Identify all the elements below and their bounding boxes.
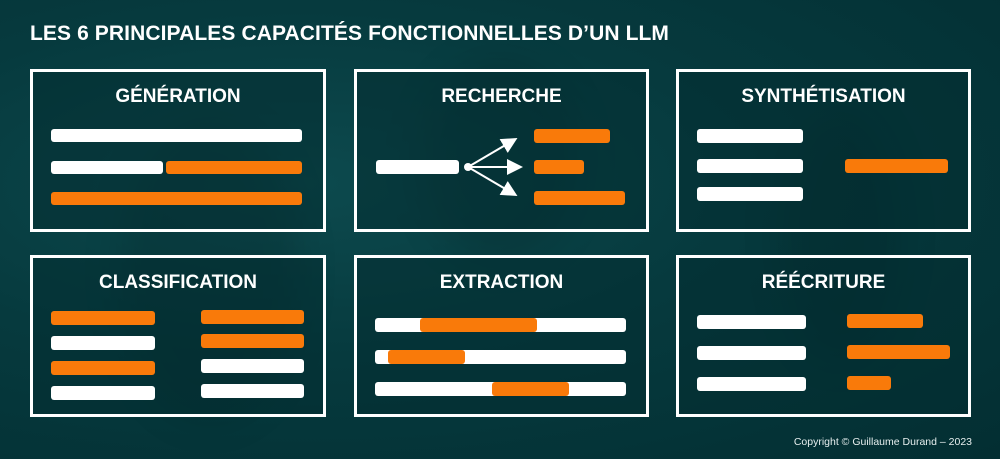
item-bar-white: [201, 359, 304, 373]
text-bar-orange: [166, 161, 302, 174]
result-bar-orange: [534, 160, 584, 174]
summary-bar-orange: [845, 159, 948, 173]
panel-generation: GÉNÉRATION: [30, 69, 326, 232]
item-bar-white: [201, 384, 304, 398]
item-bar-orange: [51, 361, 155, 375]
text-bar-white: [697, 129, 803, 143]
highlight-bar-orange: [492, 382, 569, 396]
text-bar-white: [697, 346, 806, 360]
item-bar-orange: [51, 311, 155, 325]
rewrite-bar-orange: [847, 345, 950, 359]
copyright-notice: Copyright © Guillaume Durand – 2023: [793, 436, 972, 448]
item-bar-orange: [201, 334, 304, 348]
query-bar-white: [376, 160, 459, 174]
panel-title: RÉÉCRITURE: [761, 272, 886, 293]
text-bar-white: [51, 161, 163, 174]
rewrite-bar-orange: [847, 314, 923, 328]
panel-title: CLASSIFICATION: [99, 272, 257, 293]
text-bar-white: [697, 315, 806, 329]
panel-title: EXTRACTION: [439, 272, 564, 293]
highlight-bar-orange: [420, 318, 537, 332]
panel-title: RECHERCHE: [441, 86, 562, 107]
item-bar-white: [51, 386, 155, 400]
item-bar-orange: [201, 310, 304, 324]
panel-title: SYNTHÉTISATION: [741, 86, 906, 107]
text-bar-white: [51, 129, 302, 142]
page-title: LES 6 PRINCIPALES CAPACITÉS FONCTIONNELL…: [30, 22, 670, 45]
panel-extraction: EXTRACTION: [354, 255, 649, 417]
panel-title: GÉNÉRATION: [115, 86, 241, 107]
panel-reecriture: RÉÉCRITURE: [676, 255, 971, 417]
panel-recherche: RECHERCHE: [354, 69, 649, 232]
panel-classification: CLASSIFICATION: [30, 255, 326, 417]
item-bar-white: [51, 336, 155, 350]
panel-synthetisation: SYNTHÉTISATION: [676, 69, 971, 232]
text-bar-orange: [51, 192, 302, 205]
text-bar-white: [697, 187, 803, 201]
result-bar-orange: [534, 191, 625, 205]
text-bar-white: [697, 159, 803, 173]
result-bar-orange: [534, 129, 610, 143]
text-bar-white: [697, 377, 806, 391]
highlight-bar-orange: [388, 350, 465, 364]
rewrite-bar-orange: [847, 376, 891, 390]
branch-arrows-icon: [464, 137, 523, 197]
